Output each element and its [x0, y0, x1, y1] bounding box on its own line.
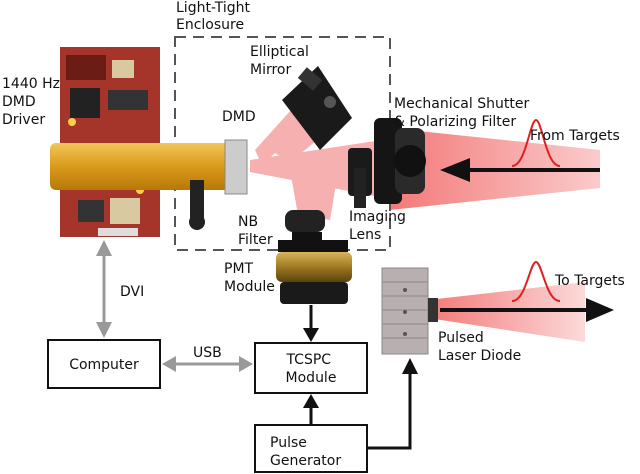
mechanical-shutter [374, 118, 426, 204]
incoming-pulse-curve [511, 118, 561, 167]
from-targets-arrow [440, 158, 600, 182]
dvi-label: DVI [120, 284, 144, 300]
pulse-to-laser-arrow [368, 358, 418, 450]
dmd-driver-label: 1440 Hz DMD Driver [2, 76, 64, 128]
pulse-to-tcspc-arrow [303, 394, 319, 424]
imaging-lens-label: Imaging Lens [349, 209, 410, 243]
outgoing-pulse-curve [511, 260, 561, 302]
pulse-generator-label: Pulse Generator [270, 435, 341, 469]
ribbon-cable [50, 139, 248, 195]
laser-diode-label: Pulsed Laser Diode [438, 330, 521, 364]
dvi-arrow [96, 240, 112, 338]
dmd-mount [189, 180, 205, 230]
imaging-lens [348, 148, 372, 208]
to-targets-label: To Targets [554, 273, 625, 289]
pulse-generator-box [254, 424, 368, 473]
computer-box [47, 339, 161, 389]
pmt-to-tcspc-arrow [303, 305, 319, 342]
tcspc-label: TCSPC Module [285, 352, 336, 386]
pmt-label: PMT Module [224, 261, 275, 295]
from-targets-label: From Targets [530, 128, 620, 144]
dmd-driver-board [60, 47, 160, 237]
to-targets-arrow [440, 298, 614, 322]
tcspc-box [254, 342, 368, 394]
laser-diode [381, 267, 438, 355]
computer-label: Computer [69, 357, 139, 373]
elliptical-mirror [282, 66, 352, 150]
shutter-label: Mechanical Shutter & Polarizing Filter [394, 96, 534, 130]
dmd-label: DMD [222, 109, 256, 125]
enclosure-label: Light-Tight Enclosure [176, 0, 254, 33]
elliptical-mirror-label: Elliptical Mirror [250, 44, 313, 78]
nb-filter [285, 210, 325, 242]
usb-arrow [162, 356, 253, 372]
usb-label: USB [193, 345, 222, 361]
pmt-module [276, 240, 352, 304]
nb-filter-label: NB Filter [238, 214, 273, 248]
